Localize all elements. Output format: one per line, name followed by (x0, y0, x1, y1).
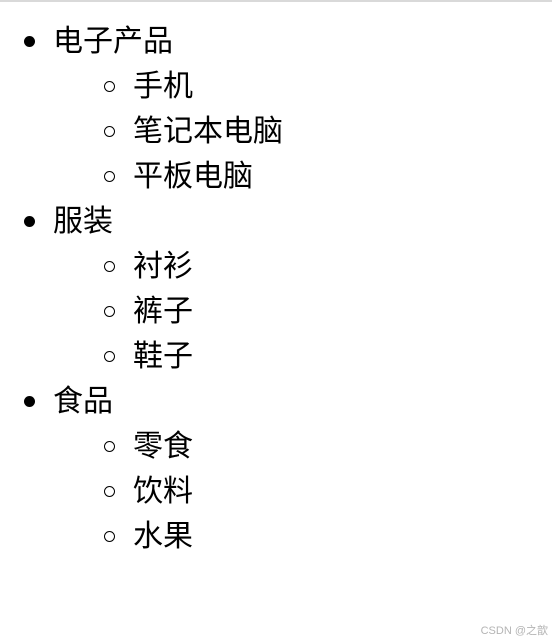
category-row: 电子产品 (0, 19, 283, 64)
subcategory-item: 笔记本电脑 (0, 109, 283, 154)
category-label: 服装 (53, 204, 113, 239)
circle-bullet-icon (104, 81, 115, 92)
category-list: 电子产品 手机 笔记本电脑 平板电脑 服装 衬衫 (0, 19, 283, 559)
circle-bullet-icon (104, 486, 115, 497)
circle-bullet-icon (104, 261, 115, 272)
subcategory-list: 零食 饮料 水果 (0, 424, 283, 559)
subcategory-item: 水果 (0, 514, 283, 559)
subcategory-label: 鞋子 (133, 339, 193, 374)
subcategory-label: 饮料 (133, 474, 193, 509)
subcategory-item: 手机 (0, 64, 283, 109)
circle-bullet-icon (104, 306, 115, 317)
subcategory-item: 零食 (0, 424, 283, 469)
category-label: 电子产品 (53, 24, 173, 59)
category-item-clothing: 服装 衬衫 裤子 鞋子 (0, 199, 283, 379)
subcategory-label: 手机 (133, 69, 193, 104)
subcategory-item: 鞋子 (0, 334, 283, 379)
category-row: 食品 (0, 379, 283, 424)
category-item-electronics: 电子产品 手机 笔记本电脑 平板电脑 (0, 19, 283, 199)
category-item-food: 食品 零食 饮料 水果 (0, 379, 283, 559)
circle-bullet-icon (104, 351, 115, 362)
subcategory-label: 水果 (133, 519, 193, 554)
category-label: 食品 (53, 384, 113, 419)
circle-bullet-icon (104, 531, 115, 542)
subcategory-item: 饮料 (0, 469, 283, 514)
subcategory-label: 笔记本电脑 (133, 114, 283, 149)
subcategory-item: 平板电脑 (0, 154, 283, 199)
subcategory-list: 衬衫 裤子 鞋子 (0, 244, 283, 379)
subcategory-label: 衬衫 (133, 249, 193, 284)
circle-bullet-icon (104, 441, 115, 452)
top-border (0, 0, 552, 2)
watermark: CSDN @之歆 (480, 625, 548, 637)
category-row: 服装 (0, 199, 283, 244)
subcategory-label: 零食 (133, 429, 193, 464)
disc-bullet-icon (24, 396, 35, 407)
subcategory-item: 裤子 (0, 289, 283, 334)
disc-bullet-icon (24, 216, 35, 227)
circle-bullet-icon (104, 126, 115, 137)
circle-bullet-icon (104, 171, 115, 182)
disc-bullet-icon (24, 36, 35, 47)
subcategory-item: 衬衫 (0, 244, 283, 289)
subcategory-list: 手机 笔记本电脑 平板电脑 (0, 64, 283, 199)
subcategory-label: 平板电脑 (133, 159, 253, 194)
subcategory-label: 裤子 (133, 294, 193, 329)
